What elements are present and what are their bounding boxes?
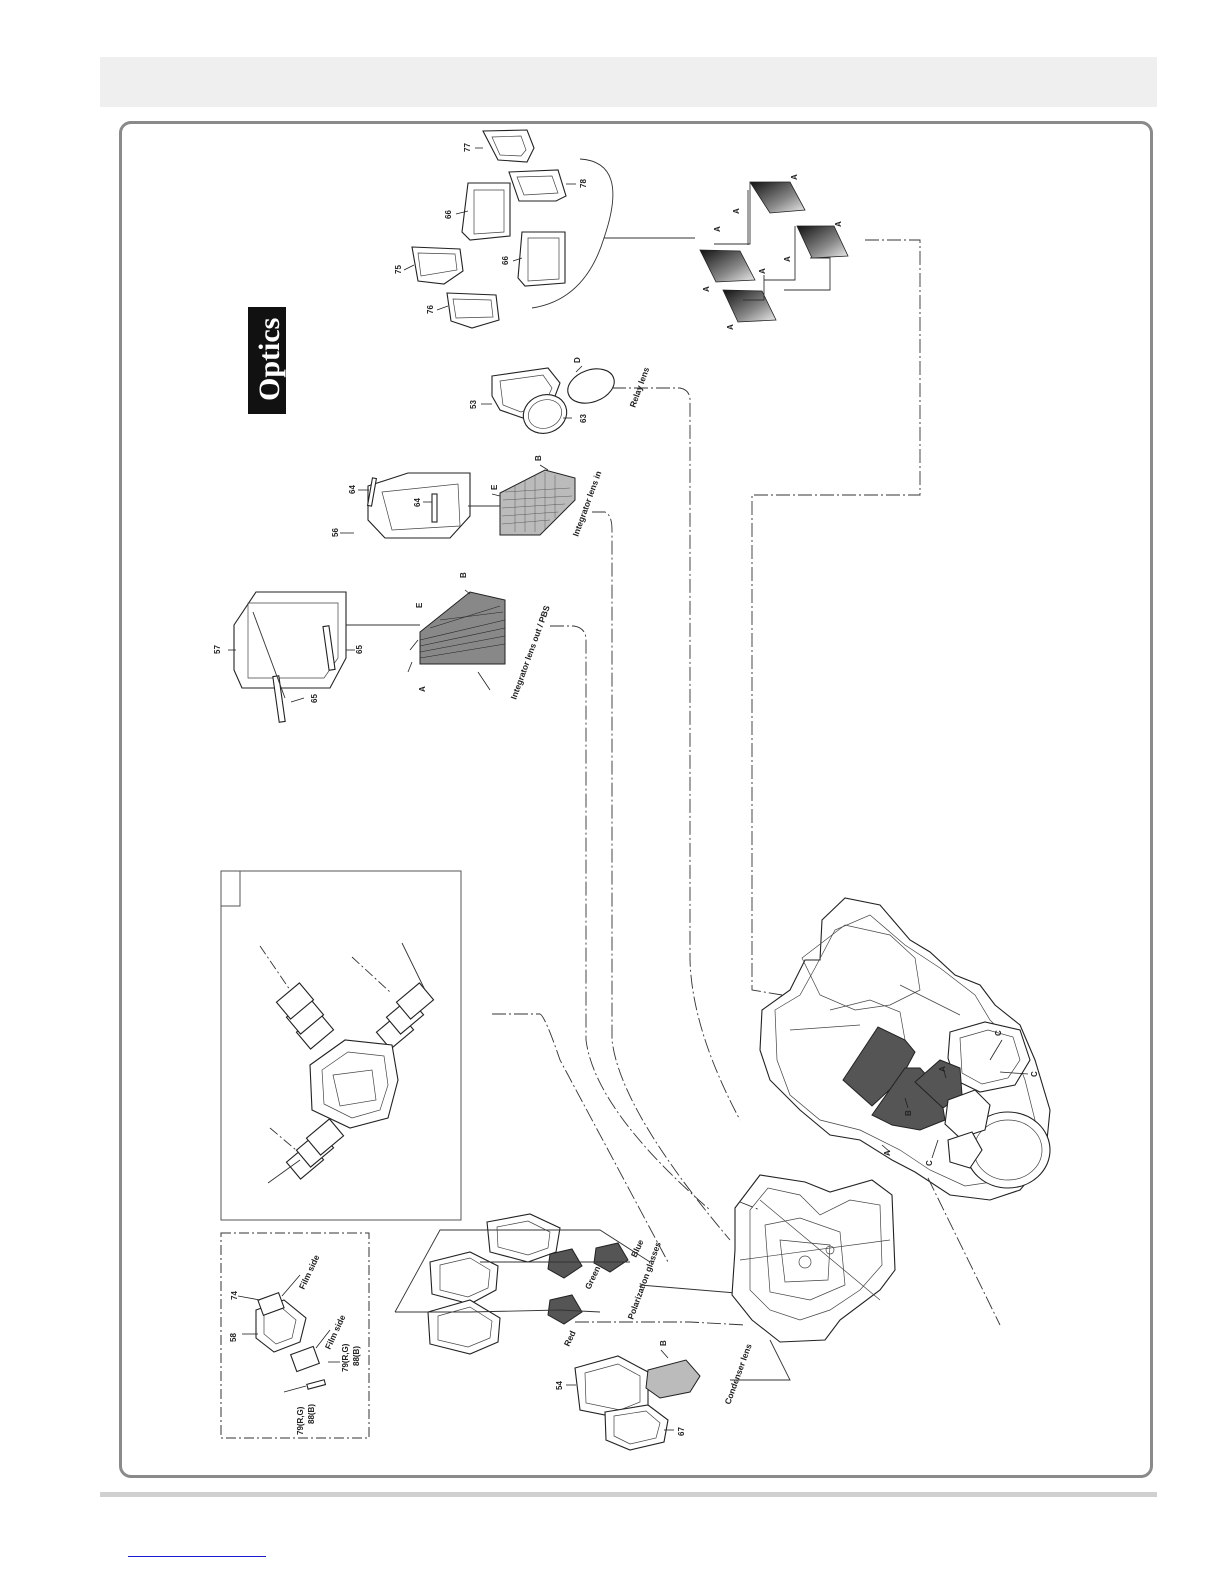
part-label-b: B xyxy=(659,1340,668,1346)
dichroic-plates-group: 77 78 66 66 75 76 xyxy=(394,130,695,328)
part-label-53: 53 xyxy=(469,400,478,409)
marker-a: A xyxy=(790,174,799,180)
housing-marker-c: C xyxy=(1030,1071,1039,1077)
part-label-88-b: 88(B) xyxy=(307,1404,316,1424)
assembly-inset xyxy=(221,871,461,1220)
part-label-54: 54 xyxy=(555,1381,564,1390)
part-label-b: B xyxy=(459,572,468,578)
caption-relay-lens: Relay lens xyxy=(627,365,651,408)
part-label-64: 64 xyxy=(413,498,422,507)
part-label-79-rg: 79(R,G) xyxy=(341,1343,350,1372)
part-label-67: 67 xyxy=(677,1427,686,1436)
caption-red: Red xyxy=(562,1329,578,1348)
part-label-a: A xyxy=(418,686,427,692)
part-label-b: B xyxy=(534,455,543,461)
marker-a: A xyxy=(758,268,767,274)
film-side-inset: 58 74 79(R,G) 88(B) 79(R,G) 88(B) Film s… xyxy=(221,1233,369,1438)
part-label-66: 66 xyxy=(501,256,510,265)
housing-marker-c: C xyxy=(925,1160,934,1166)
marker-a: A xyxy=(834,221,843,227)
part-label-65: 65 xyxy=(355,645,364,654)
marker-a: A xyxy=(783,256,792,262)
caption-condenser-lens: Condenser lens xyxy=(722,1342,753,1406)
part-label-d: D xyxy=(573,357,582,363)
title-block: Optics xyxy=(248,307,286,414)
part-label-75: 75 xyxy=(394,265,403,274)
housing-marker-a: A xyxy=(938,1066,947,1072)
caption-blue: Blue xyxy=(629,1238,646,1259)
marker-a: A xyxy=(732,208,741,214)
part-label-66: 66 xyxy=(444,210,453,219)
optical-frame-assembly xyxy=(732,1175,895,1342)
part-label-56: 56 xyxy=(331,528,340,537)
part-label-63: 63 xyxy=(579,414,588,423)
marker-a: A xyxy=(702,286,711,292)
part-label-76: 76 xyxy=(426,305,435,314)
housing-marker-a: A xyxy=(883,1150,892,1156)
marker-a: A xyxy=(726,324,735,330)
caption-green: Green xyxy=(583,1264,602,1291)
housing-marker-b: B xyxy=(904,1110,913,1116)
part-label-57: 57 xyxy=(213,645,222,654)
caption-integrator-lens-out-pbs: Integrator lens out / PBS xyxy=(508,604,551,701)
light-engine-housing: C C C A A B xyxy=(760,898,1050,1200)
part-label-e: E xyxy=(490,484,499,490)
part-label-e: E xyxy=(415,602,424,608)
part-label-74: 74 xyxy=(230,1291,239,1300)
part-label-77: 77 xyxy=(463,143,472,152)
marker-a: A xyxy=(713,226,722,232)
part-label-64: 64 xyxy=(348,485,357,494)
relay-lens-group: 53 D 63 Relay lens xyxy=(469,357,740,1120)
housing-marker-c: C xyxy=(994,1030,1003,1036)
condenser-lens-group: 54 B 67 Condenser lens xyxy=(555,1340,790,1450)
part-label-88-b: 88(B) xyxy=(352,1346,361,1366)
dichroic-schematic: A A A A A A A A xyxy=(700,174,848,330)
part-label-79-rg: 79(R,G) xyxy=(296,1406,305,1435)
part-label-65: 65 xyxy=(310,694,319,703)
part-label-58: 58 xyxy=(229,1333,238,1342)
page-title: Optics xyxy=(253,318,286,401)
part-label-78: 78 xyxy=(579,179,588,188)
